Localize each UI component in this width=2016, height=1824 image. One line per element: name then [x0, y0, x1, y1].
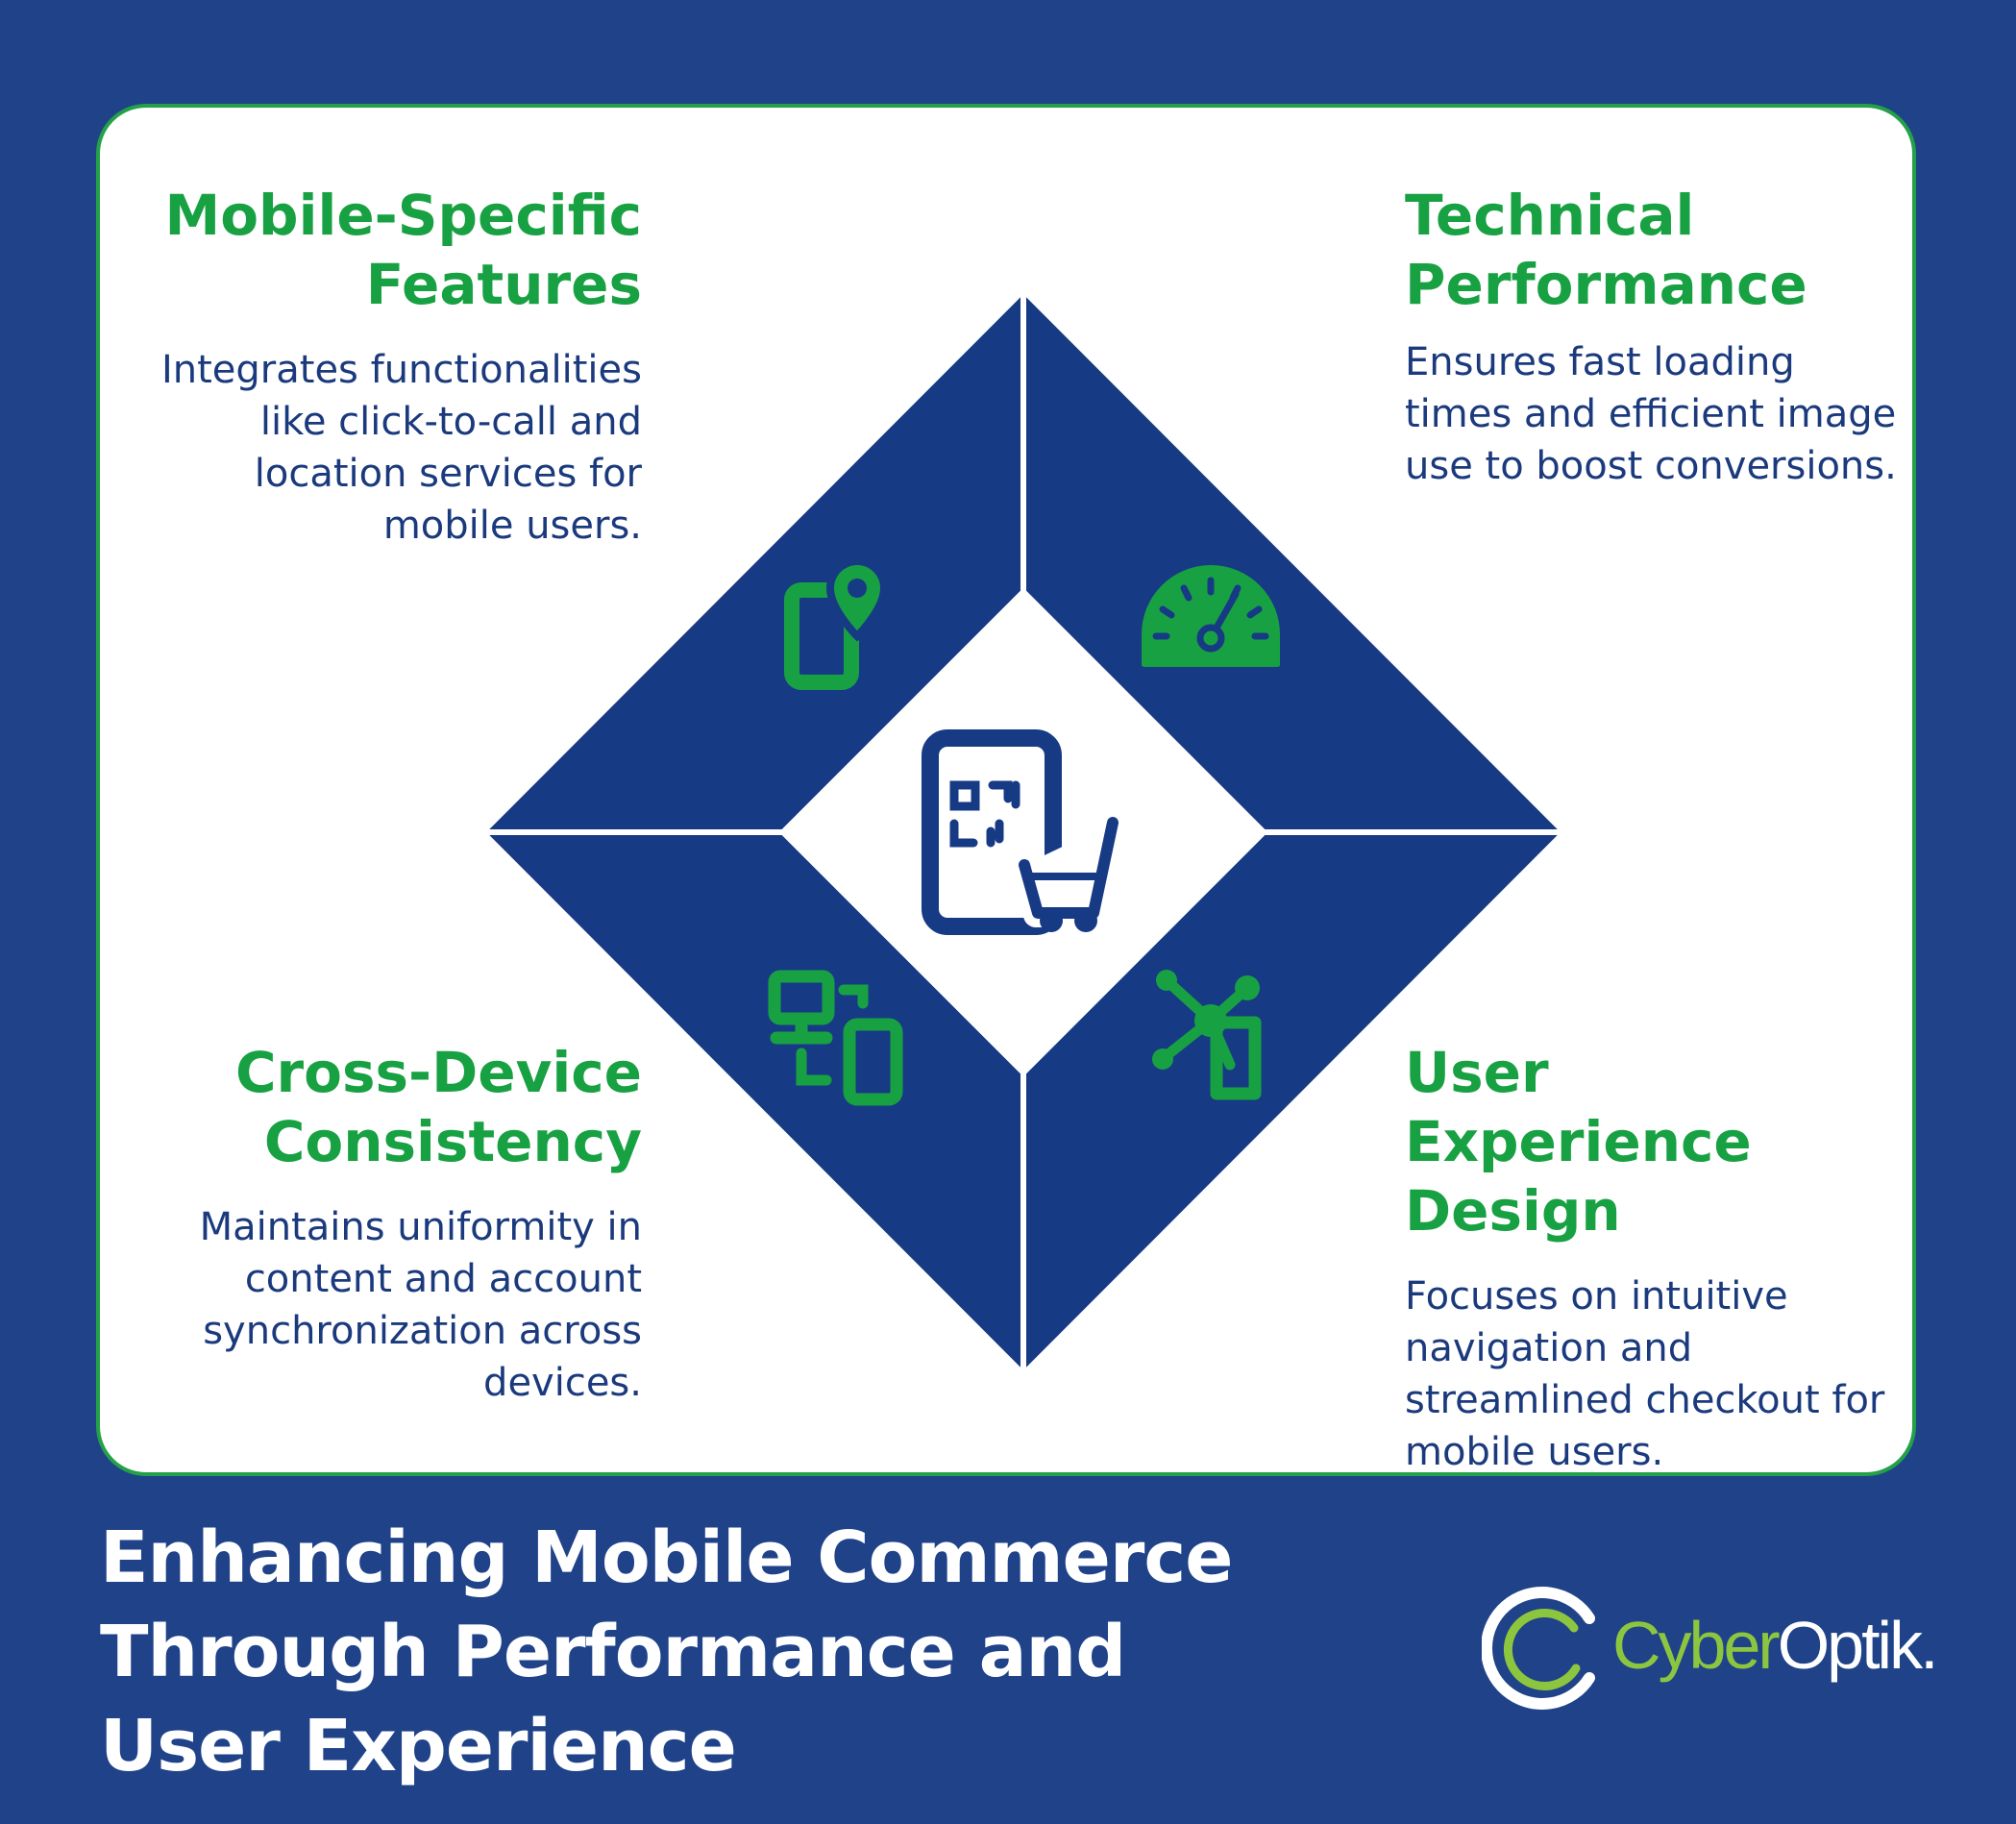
- section-heading: Mobile-Specific Features: [164, 183, 642, 317]
- logo-text-cyber: Cyber: [1612, 1608, 1781, 1683]
- phone-qr-cart-icon: [922, 729, 1125, 935]
- section-description: Ensures fast loading times and efficient…: [1405, 340, 1897, 488]
- section-heading: Cross-Device Consistency: [234, 1040, 642, 1174]
- page-title: Enhancing Mobile Commerce Through Perfor…: [100, 1516, 1233, 1787]
- multi-device-icon: [768, 970, 903, 1106]
- section-mobile-specific-features: Mobile-Specific Features Integrates func…: [154, 181, 642, 552]
- diamond-center: [778, 587, 1268, 1077]
- section-technical-performance: Technical Performance Ensures fast loadi…: [1405, 181, 1905, 492]
- cyberoptik-logo: CyberOptik.: [1482, 1580, 1939, 1714]
- phone-network-icon: [1152, 970, 1262, 1100]
- phone-location-icon: [784, 556, 889, 690]
- section-heading: Technical Performance: [1405, 183, 1807, 317]
- section-cross-device-consistency: Cross-Device Consistency Maintains unifo…: [154, 1038, 642, 1409]
- speedometer-icon: [1142, 565, 1280, 667]
- logo-text-optik: Optik.: [1777, 1608, 1939, 1683]
- section-user-experience-design: User Experience Design Focuses on intuit…: [1405, 1038, 1905, 1478]
- diamond: [475, 283, 1572, 1382]
- section-description: Integrates functionalities like click-to…: [160, 348, 642, 548]
- section-description: Focuses on intuitive navigation and stre…: [1405, 1274, 1885, 1474]
- logo-wordmark: CyberOptik.: [1612, 1607, 1939, 1684]
- section-heading: User Experience Design: [1405, 1040, 1752, 1244]
- logo-ring-icon: [1482, 1587, 1595, 1710]
- section-description: Maintains uniformity in content and acco…: [199, 1205, 642, 1405]
